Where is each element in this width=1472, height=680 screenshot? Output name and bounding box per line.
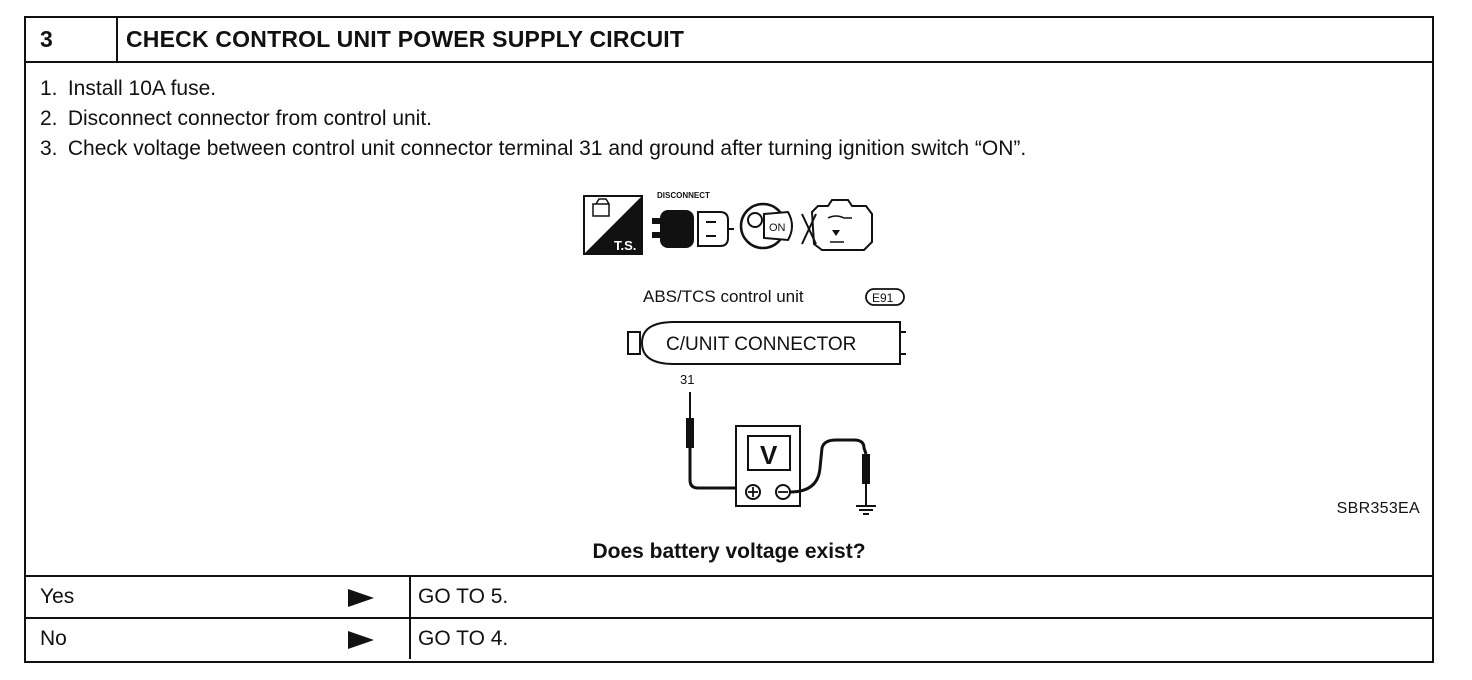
arrow-right-icon xyxy=(348,631,374,649)
answer-row-no: No GO TO 4. xyxy=(26,617,1432,659)
disconnect-icon: DISCONNECT xyxy=(652,191,734,248)
ground-icon xyxy=(856,505,876,515)
step-number: 3 xyxy=(26,18,118,61)
negative-probe xyxy=(789,438,870,506)
unit-label: ABS/TCS control unit xyxy=(643,287,804,306)
engine-off-icon xyxy=(801,199,873,251)
connector-code-badge: E91 xyxy=(865,288,905,306)
answer-label: Yes xyxy=(40,585,75,608)
row-divider xyxy=(409,577,411,617)
trouble-shooting-icon: T.S. xyxy=(583,195,643,255)
positive-probe xyxy=(686,392,744,490)
svg-text:E91: E91 xyxy=(872,291,894,305)
header-row: 3 CHECK CONTROL UNIT POWER SUPPLY CIRCUI… xyxy=(26,18,1432,63)
ignition-on-icon: ON xyxy=(739,202,793,250)
svg-text:T.S.: T.S. xyxy=(614,238,636,253)
instruction-list: 1. Install 10A fuse. 2. Disconnect conne… xyxy=(40,74,1026,164)
row-divider xyxy=(409,619,411,659)
page-title: CHECK CONTROL UNIT POWER SUPPLY CIRCUIT xyxy=(126,26,685,52)
list-item: 2. Disconnect connector from control uni… xyxy=(40,107,433,130)
answer-row-yes: Yes GO TO 5. xyxy=(26,575,1432,617)
arrow-right-icon xyxy=(348,589,374,607)
list-item: 3. Check voltage between control unit co… xyxy=(40,137,1027,160)
connector-label: C/UNIT CONNECTOR xyxy=(666,334,856,355)
wiring-diagram: T.S. DISCONNECT ON xyxy=(583,191,906,515)
terminal-number: 31 xyxy=(680,372,694,387)
meter-label: V xyxy=(760,440,778,470)
answer-label: No xyxy=(40,627,67,650)
figure-id: SBR353EA xyxy=(1336,500,1420,517)
answer-result: GO TO 4. xyxy=(418,627,509,650)
inspection-table: 3 CHECK CONTROL UNIT POWER SUPPLY CIRCUI… xyxy=(24,16,1434,663)
question-text: Does battery voltage exist? xyxy=(592,540,866,563)
voltmeter: V xyxy=(735,425,801,507)
list-item: 1. Install 10A fuse. xyxy=(40,77,217,100)
svg-text:ON: ON xyxy=(769,222,786,234)
answer-result: GO TO 5. xyxy=(418,585,509,608)
svg-text:DISCONNECT: DISCONNECT xyxy=(657,191,710,200)
connector-body: C/UNIT CONNECTOR xyxy=(627,321,906,365)
